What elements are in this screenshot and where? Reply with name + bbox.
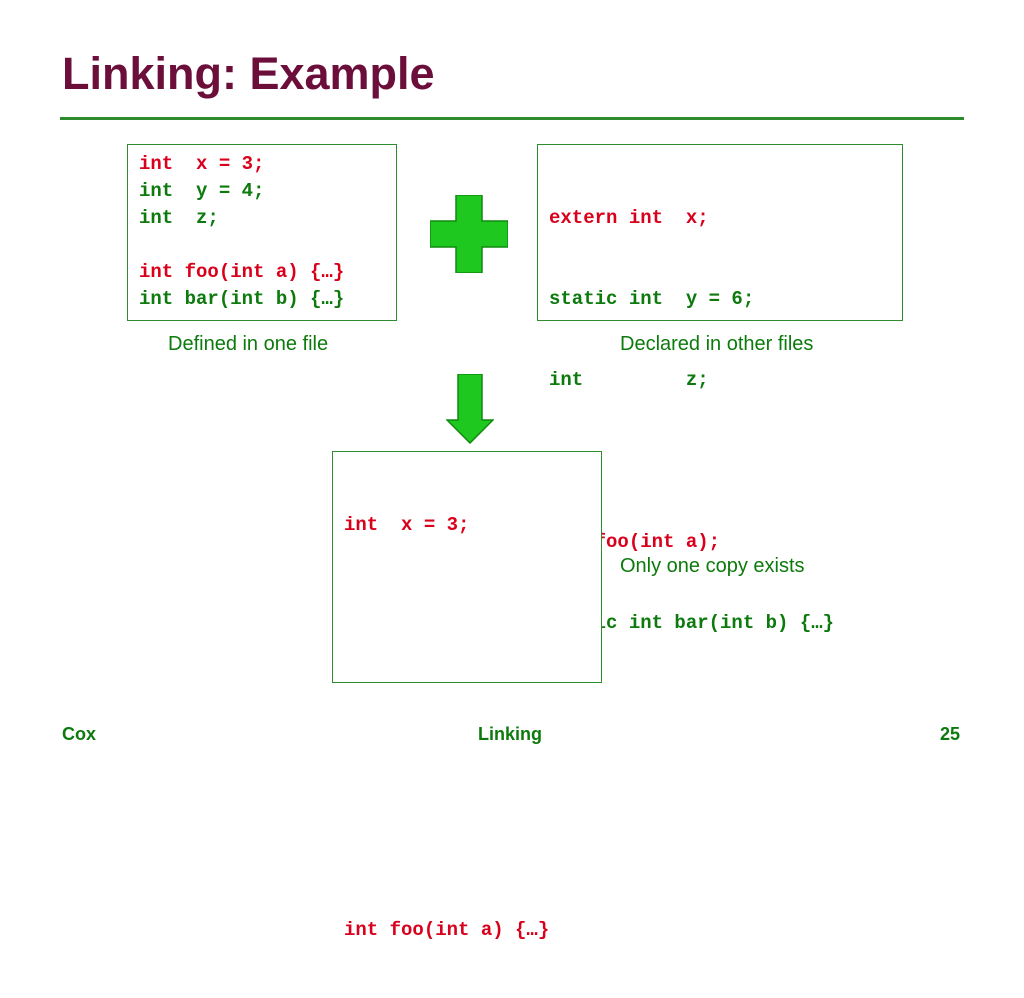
footer-topic: Linking — [478, 724, 542, 744]
code-line: int foo(int a) {…} — [139, 259, 396, 286]
declared-caption: Declared in other files — [620, 333, 814, 355]
code-text: int — [139, 180, 174, 202]
code-line: int z; — [549, 369, 709, 391]
title-divider — [60, 117, 964, 120]
defined-code: int x = 3;int y = 4;int z;int foo(int a)… — [139, 151, 396, 313]
code-text: z; — [173, 207, 219, 229]
code-text: x = 3; — [173, 153, 265, 175]
code-line: static int y = 6; — [549, 288, 755, 310]
code-line — [139, 232, 396, 259]
footer-author: Cox — [62, 724, 97, 744]
code-line: int z; — [139, 205, 396, 232]
code-text: y = 4; — [173, 180, 265, 202]
code-line: int foo(int a) {…} — [344, 919, 550, 941]
defined-caption: Defined in one file — [168, 333, 329, 355]
declared-code-box: extern int x; static int y = 6; int z; i… — [537, 144, 903, 634]
page-number: 25 — [940, 724, 961, 744]
code-text: int — [139, 207, 174, 229]
code-line: int x = 3; — [139, 151, 396, 178]
code-line: extern int x; — [549, 207, 709, 229]
code-line: int x = 3; — [344, 514, 470, 536]
code-text: int foo(int a) {…} — [139, 261, 345, 283]
blank-line — [344, 593, 601, 620]
arrow-down-icon — [446, 374, 494, 444]
slide-title: Linking: Example — [62, 48, 435, 99]
code-line: int bar(int b) {…} — [139, 286, 396, 313]
defined-code-box: int x = 3;int y = 4;int z;int foo(int a)… — [127, 144, 397, 321]
declared-code: extern int x; static int y = 6; int z; i… — [549, 151, 902, 691]
blank-line — [344, 674, 601, 701]
code-text: int — [139, 153, 174, 175]
result-code: int x = 3; int foo(int a) {…} — [344, 458, 601, 998]
plus-icon — [430, 195, 508, 273]
code-line: int y = 4; — [139, 178, 396, 205]
result-caption: Only one copy exists — [620, 555, 805, 577]
blank-line — [344, 836, 601, 863]
code-text: int bar(int b) {…} — [139, 288, 345, 310]
blank-line — [344, 755, 601, 782]
linked-result-box: int x = 3; int foo(int a) {…} — [332, 451, 602, 941]
